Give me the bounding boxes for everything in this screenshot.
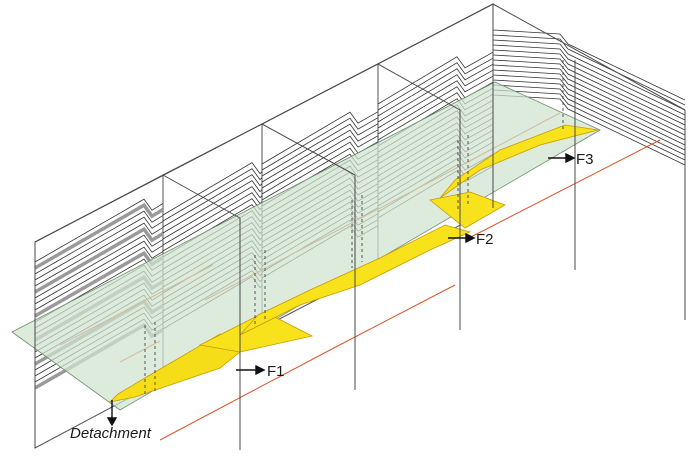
stratum-line (35, 210, 163, 275)
label-f2: F2 (476, 231, 494, 248)
stratum-line (492, 84, 686, 156)
stratum-line (492, 79, 686, 151)
base-line-7 (329, 284, 456, 351)
base-line-8 (464, 139, 661, 241)
stratum-line (35, 216, 163, 281)
stratum-line (262, 123, 378, 177)
arrows (106, 152, 576, 427)
fault-plane-f1-upper (198, 311, 314, 353)
strata-end-panel (492, 29, 686, 166)
stratum-line (492, 54, 686, 126)
stratum-line (492, 44, 686, 116)
fault-plane-f3 (439, 124, 599, 199)
fault-plane-f2-lip (429, 191, 506, 229)
arrow-f3-head (565, 152, 576, 164)
detachment-plane (11, 81, 601, 411)
stratum-line (35, 226, 163, 294)
arrow-f1-head (255, 364, 266, 376)
stratum-line (492, 29, 686, 101)
stratum-line (378, 75, 493, 129)
stratum-line (378, 69, 493, 123)
hinge-guides (144, 60, 564, 395)
arrow-f2-head (465, 232, 476, 244)
block-frame (34, 3, 686, 450)
stratum-line (163, 162, 262, 216)
stratum-line (262, 117, 378, 171)
stratum-line (35, 222, 163, 287)
label-f3: F3 (576, 151, 594, 168)
stratum-line (35, 246, 163, 311)
stratum-line (492, 69, 686, 141)
stratum-line (35, 198, 163, 263)
stratum-line (163, 168, 262, 222)
stratum-line (35, 202, 163, 270)
stratum-line (163, 174, 262, 228)
stratum-line (262, 135, 378, 189)
arrow-detachment-head (106, 417, 118, 427)
base-line-6 (159, 349, 331, 441)
stratum-line (492, 59, 686, 131)
stratum-line (378, 63, 493, 117)
stratum-line (492, 89, 686, 161)
stratum-line (492, 34, 686, 106)
stratum-line (492, 74, 686, 146)
frame-near-top-4 (492, 3, 686, 111)
stratum-line (163, 192, 262, 246)
stratum-line (35, 240, 163, 305)
stratum-line (163, 180, 262, 234)
stratum-line (492, 39, 686, 111)
frame-top-edge (34, 3, 494, 243)
stratum-line (492, 64, 686, 136)
label-f1: F1 (267, 363, 285, 380)
frame-near-top (162, 174, 241, 219)
frame-near-top-2 (261, 123, 356, 176)
stratum-line (492, 49, 686, 121)
stratum-line (378, 51, 493, 105)
stratum-line (262, 111, 378, 165)
stratum-line (35, 234, 163, 299)
label-detachment: Detachment (70, 425, 152, 442)
frame-near-top-3 (377, 63, 461, 111)
stratum-line (163, 186, 262, 240)
stratum-line (262, 129, 378, 183)
